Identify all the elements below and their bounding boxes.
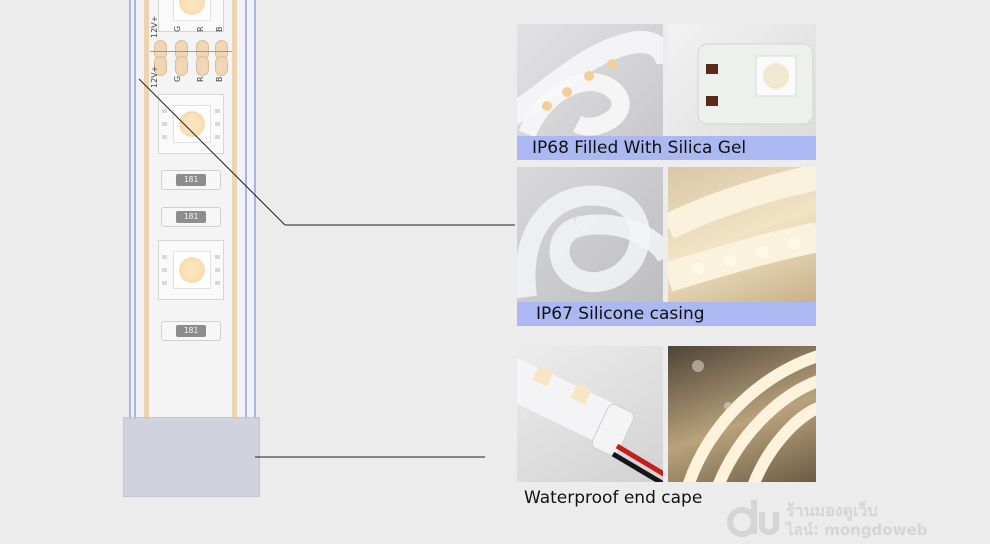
caption-end-cap: Waterproof end cape (524, 488, 703, 508)
led-chip (158, 240, 224, 300)
solder-pad (196, 56, 209, 76)
end-cap (123, 417, 260, 497)
photo-ip67-glowing (668, 167, 816, 302)
solder-pad (154, 56, 167, 76)
led-chip (158, 0, 224, 32)
watermark: ร้านมองดูเว็บ ไลน์: mongdoweb (726, 496, 988, 540)
casing-inner-line (245, 0, 247, 420)
cut-line (150, 51, 232, 52)
watermark-shop-name: ร้านมองดูเว็บ (786, 501, 878, 520)
photo-ip67-loop (517, 167, 663, 302)
callout-diagonal (138, 78, 286, 226)
resistor: 181 (161, 207, 221, 227)
watermark-logo-icon (727, 500, 779, 537)
led-chip (158, 94, 224, 154)
copper-trace (144, 0, 149, 420)
caption-ip67: IP67 Silicone casing (517, 302, 816, 326)
casing-inner-line (134, 0, 136, 420)
photo-ip68-closeup (668, 24, 816, 136)
photo-end-cap-wires (517, 346, 663, 482)
caption-ip68: IP68 Filled With Silica Gel (517, 136, 816, 160)
resistor: 181 (161, 170, 221, 190)
photo-ip68-coiled (517, 24, 663, 136)
resistor: 181 (161, 321, 221, 341)
solder-pad (175, 56, 188, 76)
copper-trace (232, 0, 237, 420)
watermark-line-id: ไลน์: mongdoweb (786, 521, 928, 539)
photo-end-cap-water (668, 346, 816, 482)
solder-pad (215, 56, 228, 76)
